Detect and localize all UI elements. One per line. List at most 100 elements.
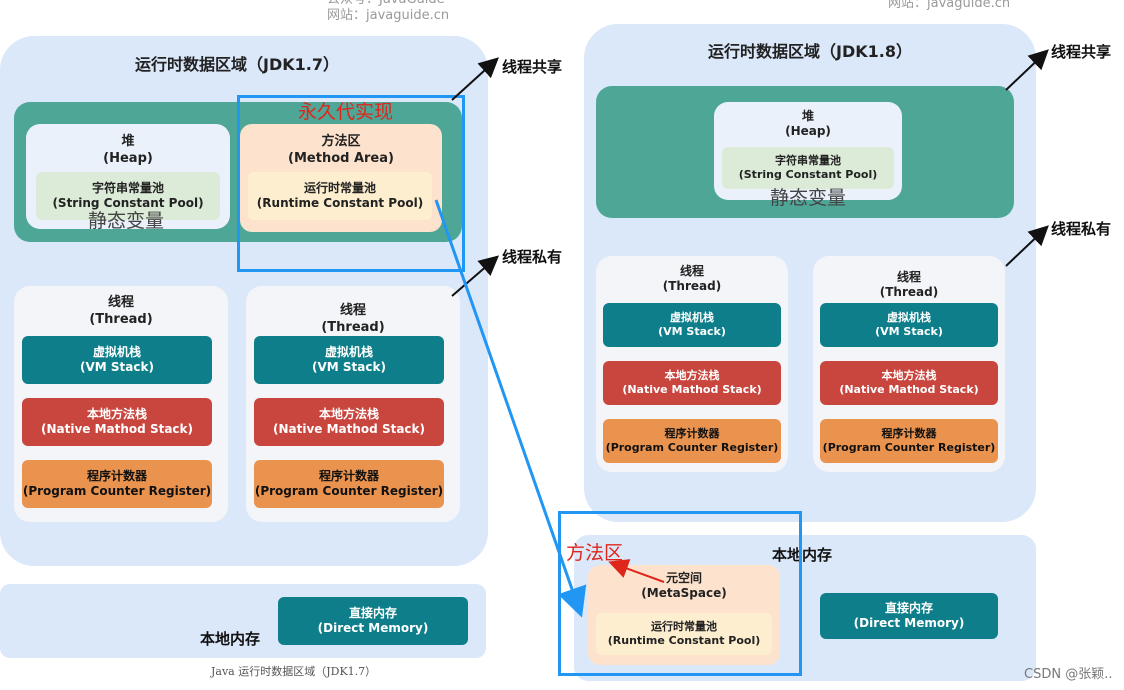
jdk17-thread-2: 线程 (Thread) 虚拟机栈 (VM Stack) 本地方法栈 (Nativ… — [246, 286, 460, 522]
pc-en: (Program Counter Register) — [822, 441, 996, 454]
pc-en: (Program Counter Register) — [605, 441, 779, 454]
jdk17-method-area-highlight — [237, 95, 465, 272]
jdk17-method-area-en: (Method Area) — [288, 151, 394, 166]
jdk18-string-pool: 字符串常量池 (String Constant Pool) — [722, 147, 894, 189]
jdk17-direct-memory: 直接内存 (Direct Memory) — [278, 597, 468, 645]
native-method-stack: 本地方法栈 (Native Mathod Stack) — [254, 398, 444, 446]
jdk18-native-memory-label: 本地内存 — [772, 546, 833, 564]
vm-stack: 虚拟机栈 (VM Stack) — [603, 303, 781, 347]
native-method-stack: 本地方法栈 (Native Mathod Stack) — [603, 361, 781, 405]
jdk17-runtime-pool-en: (Runtime Constant Pool) — [256, 196, 424, 210]
jdk18-thread-1: 线程 (Thread) 虚拟机栈 (VM Stack) 本地方法栈 (Nativ… — [596, 256, 788, 472]
jdk17-heap: 堆 (Heap) 字符串常量池 (String Constant Pool) — [26, 124, 230, 229]
jdk18-static-vars: 静态变量 — [770, 187, 847, 209]
program-counter: 程序计数器 (Program Counter Register) — [22, 460, 212, 508]
jdk18-heap: 堆 (Heap) 字符串常量池 (String Constant Pool) — [714, 102, 902, 200]
pc-name: 程序计数器 — [318, 469, 379, 483]
thread-title: 线程 — [339, 303, 366, 318]
method-area-note: 方法区 — [566, 542, 624, 564]
vm-stack-en: (VM Stack) — [80, 360, 154, 374]
native-stack-en: (Native Mathod Stack) — [839, 383, 979, 396]
jdk18-shared-arrow — [1005, 49, 1049, 91]
jdk18-runtime-pool: 运行时常量池 (Runtime Constant Pool) — [596, 613, 772, 655]
jdk17-heap-name: 堆 — [121, 134, 135, 149]
direct-memory-name: 直接内存 — [884, 601, 933, 615]
direct-memory-en: (Direct Memory) — [317, 621, 429, 635]
jdk17-runtime-pool: 运行时常量池 (Runtime Constant Pool) — [248, 172, 432, 220]
native-method-stack: 本地方法栈 (Native Mathod Stack) — [22, 398, 212, 446]
jdk17-thread-2-title: 线程 (Thread) — [246, 302, 460, 336]
jdk17-method-area: 方法区 (Method Area) 运行时常量池 (Runtime Consta… — [240, 124, 442, 232]
pc-name: 程序计数器 — [86, 469, 147, 483]
jdk17-shared-arrow — [451, 57, 499, 101]
direct-memory-name: 直接内存 — [348, 606, 397, 620]
jdk17-heap-label: 堆 (Heap) — [26, 133, 230, 167]
jdk17-thread-1: 线程 (Thread) 虚拟机栈 (VM Stack) 本地方法栈 (Nativ… — [14, 286, 228, 522]
jdk17-method-area-name: 方法区 — [321, 134, 361, 149]
jdk18-heap-label: 堆 (Heap) — [714, 109, 902, 139]
jdk18-string-pool-name: 字符串常量池 — [775, 154, 841, 167]
metaspace-en: (MetaSpace) — [641, 586, 727, 600]
csdn-watermark: CSDN @张颖.. — [1024, 667, 1113, 682]
jdk17-private-arrow — [451, 255, 500, 297]
vm-stack-name: 虚拟机栈 — [92, 345, 141, 359]
native-stack-name: 本地方法栈 — [664, 369, 720, 382]
native-stack-name: 本地方法栈 — [881, 369, 937, 382]
program-counter: 程序计数器 (Program Counter Register) — [603, 419, 781, 463]
watermark-right: 网站：javaguide.cn — [888, 0, 1011, 11]
native-stack-name: 本地方法栈 — [86, 407, 147, 421]
vm-stack-name: 虚拟机栈 — [324, 345, 373, 359]
watermark-line1: 公众号：JavaGuide — [327, 0, 445, 8]
jdk17-private-label: 线程私有 — [502, 248, 563, 266]
migration-arrow — [434, 199, 587, 618]
jdk17-thread-1-title: 线程 (Thread) — [14, 294, 228, 328]
vm-stack-en: (VM Stack) — [875, 325, 943, 338]
jdk18-private-arrow — [1005, 225, 1049, 267]
jdk17-method-area-label: 方法区 (Method Area) — [240, 133, 442, 167]
jdk18-private-label: 线程私有 — [1051, 220, 1112, 238]
pc-en: (Program Counter Register) — [22, 484, 212, 498]
program-counter: 程序计数器 (Program Counter Register) — [254, 460, 444, 508]
vm-stack-name: 虚拟机栈 — [670, 311, 714, 324]
vm-stack: 虚拟机栈 (VM Stack) — [254, 336, 444, 384]
jdk17-heap-en: (Heap) — [103, 151, 153, 166]
native-stack-en: (Native Mathod Stack) — [273, 422, 425, 436]
thread-title: 线程 — [679, 264, 704, 278]
jdk18-title: 运行时数据区域（JDK1.8） — [708, 42, 912, 61]
caption: Java 运行时数据区域（JDK1.7） — [211, 665, 377, 678]
thread-title-en: (Thread) — [662, 279, 722, 293]
jdk18-heap-name: 堆 — [801, 109, 814, 123]
vm-stack-en: (VM Stack) — [312, 360, 386, 374]
pc-name: 程序计数器 — [664, 427, 720, 440]
jdk18-metaspace-label: 元空间 (MetaSpace) — [588, 571, 780, 601]
vm-stack-name: 虚拟机栈 — [887, 311, 931, 324]
permgen-note: 永久代实现 — [298, 101, 394, 123]
vm-stack: 虚拟机栈 (VM Stack) — [820, 303, 998, 347]
vm-stack-en: (VM Stack) — [658, 325, 726, 338]
pc-en: (Program Counter Register) — [254, 484, 444, 498]
program-counter: 程序计数器 (Program Counter Register) — [820, 419, 998, 463]
native-stack-en: (Native Mathod Stack) — [622, 383, 762, 396]
jdk17-string-pool: 字符串常量池 (String Constant Pool) — [36, 172, 220, 220]
jdk18-string-pool-en: (String Constant Pool) — [738, 168, 878, 181]
jdk17-static-vars: 静态变量 — [88, 210, 165, 232]
native-stack-name: 本地方法栈 — [318, 407, 379, 421]
jdk18-thread-1-title: 线程 (Thread) — [596, 264, 788, 294]
method-area-pointer — [608, 559, 665, 583]
native-method-stack: 本地方法栈 (Native Mathod Stack) — [820, 361, 998, 405]
thread-title-en: (Thread) — [879, 285, 939, 299]
thread-title: 线程 — [107, 295, 134, 310]
native-stack-en: (Native Mathod Stack) — [41, 422, 193, 436]
jdk17-string-pool-name: 字符串常量池 — [91, 181, 164, 195]
jdk17-runtime-pool-name: 运行时常量池 — [303, 181, 376, 195]
watermark-line2: 网站：javaguide.cn — [327, 8, 450, 23]
jdk18-shared-label: 线程共享 — [1051, 43, 1112, 61]
runtime-pool-name: 运行时常量池 — [651, 620, 717, 633]
jdk17-native-memory-label: 本地内存 — [200, 630, 261, 648]
jdk18-thread-2-title: 线程 (Thread) — [813, 270, 1005, 300]
runtime-pool-en: (Runtime Constant Pool) — [607, 634, 761, 647]
jdk17-string-pool-en: (String Constant Pool) — [52, 196, 204, 210]
thread-title-en: (Thread) — [321, 320, 385, 335]
jdk17-title: 运行时数据区域（JDK1.7） — [135, 55, 339, 74]
